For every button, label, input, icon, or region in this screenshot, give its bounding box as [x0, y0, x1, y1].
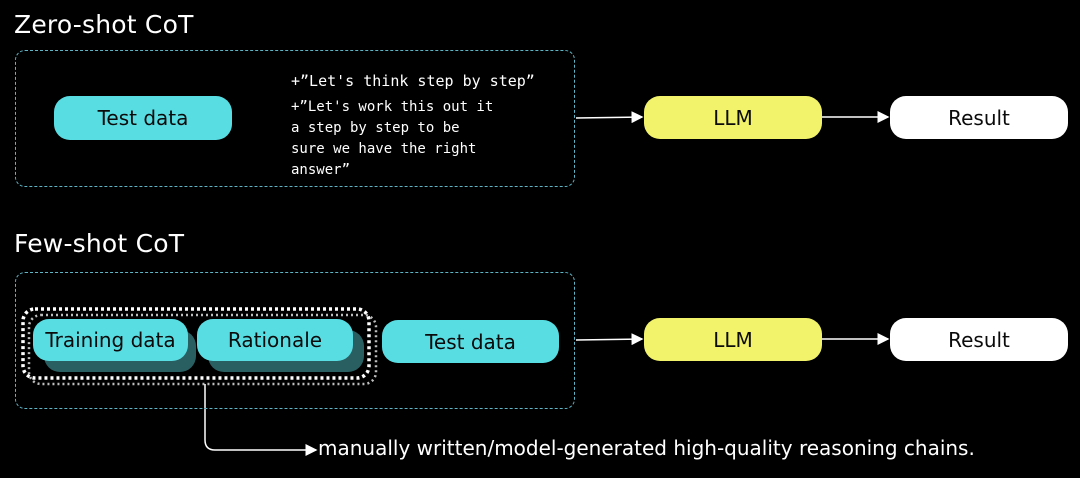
arrow-zero-to-llm: [575, 111, 644, 124]
arrow-to-note: [204, 384, 318, 456]
examples-group-outer: [21, 307, 371, 380]
zero-shot-title: Zero-shot CoT: [14, 10, 194, 39]
few-shot-llm: LLM: [644, 318, 822, 361]
few-shot-rationale: Rationale: [197, 319, 353, 361]
few-shot-title: Few-shot CoT: [14, 229, 185, 258]
zero-shot-test-data: Test data: [54, 96, 232, 140]
zero-shot-panel: [15, 50, 575, 187]
zero-shot-result: Result: [890, 96, 1068, 139]
arrow-few-to-llm: [575, 333, 644, 346]
zero-shot-prompt-2: +”Let's work this out it a step by step …: [291, 99, 494, 178]
few-shot-test-data: Test data: [382, 320, 559, 363]
few-shot-panel: [15, 272, 575, 409]
reasoning-chains-note: manually written/model-generated high-qu…: [318, 436, 975, 460]
few-shot-training-data: Training data: [33, 319, 188, 361]
zero-shot-prompt-1: +”Let's think step by step”: [291, 72, 535, 90]
examples-group-inner: [27, 313, 378, 386]
few-shot-result: Result: [890, 318, 1068, 361]
zero-shot-llm: LLM: [644, 96, 822, 139]
